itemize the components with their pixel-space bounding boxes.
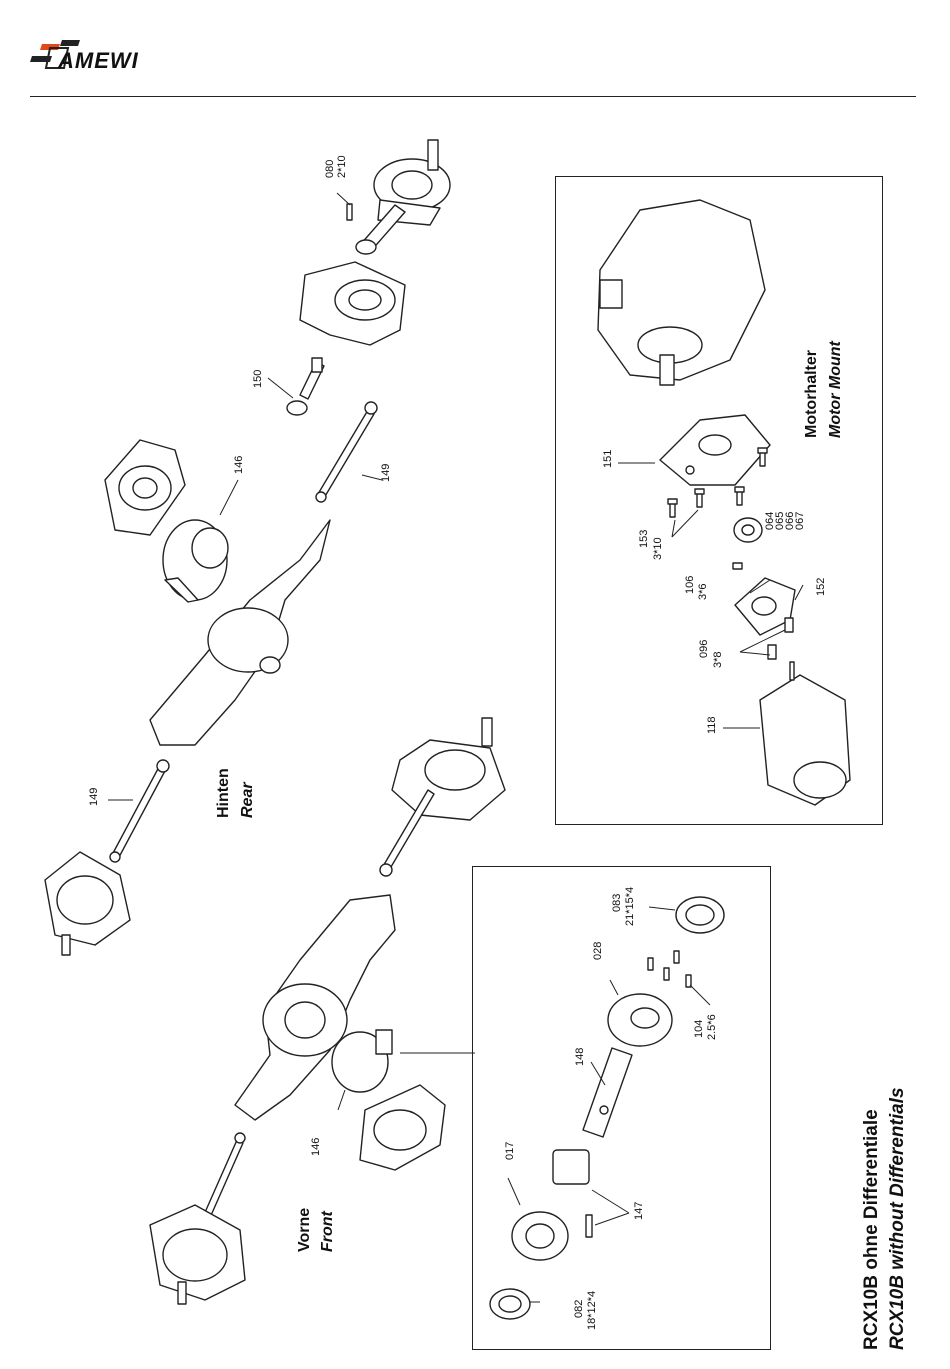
label-080: 080	[324, 160, 336, 178]
label-080-spec: 2*10	[336, 155, 348, 178]
part-150	[287, 358, 324, 415]
footer-title-en: RCX10B without Differentials	[886, 1087, 909, 1350]
pin-080	[347, 204, 352, 220]
label-082-spec: 18*12*4	[586, 1291, 598, 1330]
label-083-spec: 21*15*4	[624, 887, 636, 926]
label-153-spec: 3*10	[652, 537, 664, 560]
label-149-rear-right: 149	[380, 464, 392, 482]
front-left-knuckle	[150, 1205, 245, 1304]
label-pinion-067: 067	[794, 512, 806, 530]
carrier-017	[512, 1212, 568, 1260]
label-118: 118	[706, 716, 718, 734]
footer-title-de: RCX10B ohne Differentiale	[860, 1109, 883, 1350]
rear-diff-cover	[105, 440, 185, 535]
label-153: 153	[638, 530, 650, 548]
front-title-en: Front	[318, 1211, 337, 1252]
transmission-assembly	[598, 200, 765, 385]
label-146-front: 146	[310, 1138, 322, 1156]
motor-mount-title-en: Motor Mount	[826, 341, 845, 438]
screw-106	[733, 563, 742, 569]
motor-mount-title-de: Motorhalter	[802, 350, 821, 438]
rear-title-en: Rear	[238, 782, 257, 818]
label-096-spec: 3*8	[712, 651, 724, 668]
rear-left-knuckle	[45, 852, 130, 955]
rear-title-de: Hinten	[214, 768, 233, 818]
label-106-spec: 3*6	[697, 583, 709, 600]
front-diff-cover	[360, 1085, 445, 1170]
screws-104	[648, 951, 691, 987]
label-096: 096	[698, 640, 710, 658]
label-028: 028	[592, 942, 604, 960]
motor-118	[760, 662, 850, 805]
spool-shaft-148	[583, 1048, 632, 1137]
label-152: 152	[815, 578, 827, 596]
front-differential	[332, 1030, 392, 1092]
label-147: 147	[633, 1202, 645, 1220]
rear-differential	[163, 520, 228, 602]
label-146-rear: 146	[233, 456, 245, 474]
dogbone-149-left	[112, 765, 166, 859]
label-148: 148	[574, 1048, 586, 1066]
label-104-spec: 2.5*6	[706, 1014, 718, 1040]
pinion-gear	[734, 518, 762, 542]
rear-axle-end-right	[300, 262, 405, 345]
dogbone-149-rear	[318, 410, 374, 498]
ring-gear-028	[608, 994, 672, 1046]
front-right-knuckle	[392, 718, 505, 820]
rear-right-knuckle	[374, 140, 450, 225]
label-082: 082	[573, 1300, 585, 1318]
label-149-rear-left: 149	[88, 788, 100, 806]
front-title-de: Vorne	[295, 1208, 314, 1252]
label-083: 083	[611, 894, 623, 912]
label-150: 150	[252, 370, 264, 388]
bearing-083	[676, 897, 724, 933]
bearing-082	[490, 1289, 530, 1319]
label-106: 106	[684, 576, 696, 594]
label-017: 017	[504, 1142, 516, 1160]
motor-plate-151	[660, 415, 770, 485]
label-104: 104	[693, 1020, 705, 1038]
label-151: 151	[602, 450, 614, 468]
